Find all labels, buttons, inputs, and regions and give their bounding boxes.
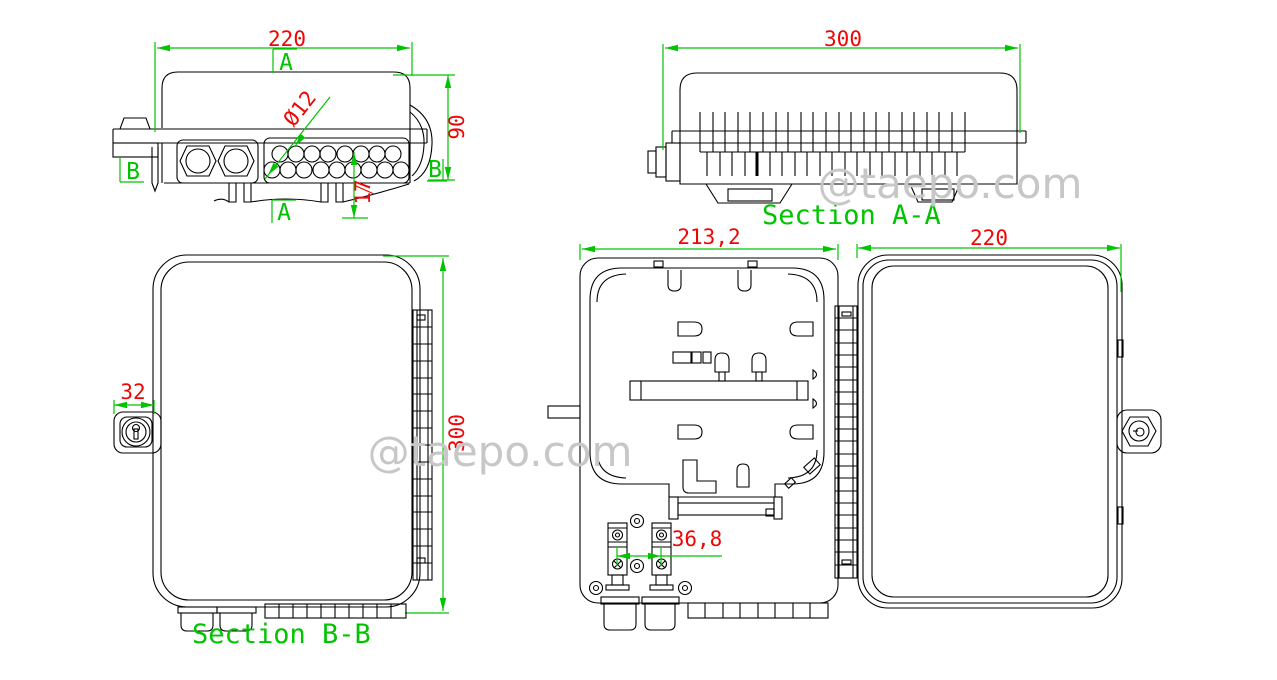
section-marker-a-top: A	[279, 50, 293, 76]
view-side-profile: 220 A A B B 90 17 Ø12	[112, 27, 469, 226]
view-door-cover: 220	[856, 226, 1162, 609]
dim-open-box-width: 213,2	[677, 225, 740, 249]
cable-clamp-right	[649, 522, 674, 591]
section-marker-b-left: B	[126, 159, 140, 185]
cable-gland-nuts	[176, 139, 259, 184]
dim-front-height: 300	[445, 414, 469, 452]
dim-hole-diameter: Ø12	[279, 86, 321, 131]
hinge-strip	[412, 309, 433, 581]
screw-holes	[588, 513, 693, 596]
section-aa-label: Section A-A	[762, 200, 941, 231]
section-marker-a-bottom: A	[277, 200, 291, 226]
dim-door-width: 220	[970, 226, 1008, 250]
view-front-section-bb: 32 300 Section B-B	[113, 254, 469, 650]
dim-lock-tab-width: 32	[120, 380, 145, 404]
hinge-ladder	[834, 305, 858, 579]
section-marker-b-right: B	[428, 157, 442, 183]
dim-clamp-spacing: 36,8	[672, 527, 723, 551]
watermarks: @taepo.com @taepo.com	[368, 159, 1083, 476]
section-bb-label: Section B-B	[192, 619, 371, 650]
view-section-aa: 300 Section A-A	[647, 27, 1027, 231]
dim-side-height: 90	[445, 114, 469, 139]
drop-cable-ports	[263, 137, 410, 184]
door-lock-icon	[1116, 409, 1162, 454]
dim-side-width: 220	[268, 27, 306, 51]
dim-port-offset: 17	[351, 179, 375, 204]
watermark-top: @taepo.com	[818, 159, 1083, 208]
dim-section-aa-width: 300	[824, 27, 862, 51]
watermark-bottom: @taepo.com	[368, 427, 633, 476]
view-open-box: 213,2 36,8	[547, 225, 858, 631]
lock-icon	[113, 411, 162, 454]
